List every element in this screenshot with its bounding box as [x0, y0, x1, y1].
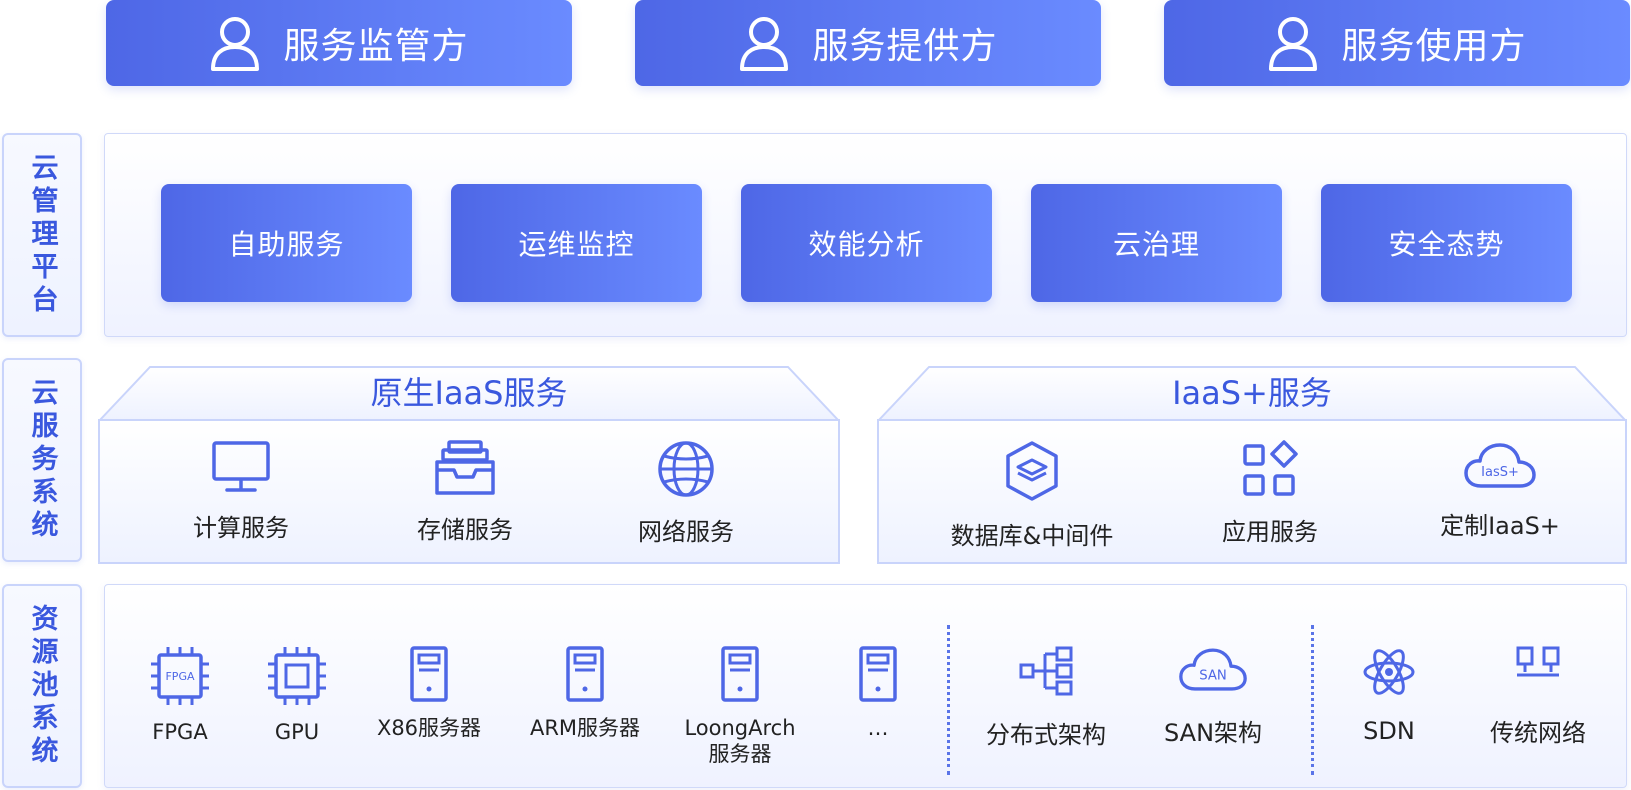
separator-compute-storage: [947, 625, 950, 775]
tree-structure-icon: [1019, 646, 1073, 696]
service-custom-iaas-plus: IasS+ 定制IaaS+: [1400, 440, 1600, 541]
chip-text: FPGA: [165, 670, 194, 683]
resource-arm-server: ARM服务器: [510, 645, 660, 741]
role-card-user: 服务使用方: [1164, 0, 1630, 86]
cloud-badge-text: IasS+: [1481, 465, 1519, 480]
apps-grid-icon: [1243, 440, 1298, 496]
monitor-icon: [212, 441, 270, 492]
network-boxes-icon: [1516, 646, 1560, 677]
role-card-regulator: 服务监管方: [106, 0, 572, 86]
platform-item-self-service: 自助服务: [161, 184, 412, 302]
platform-item-efficiency: 效能分析: [741, 184, 992, 302]
layer-label-services: 云服务系统: [2, 358, 82, 562]
fpga-chip-icon: FPGA: [151, 647, 209, 705]
user-icon: [211, 17, 260, 71]
service-network: 网络服务: [586, 440, 786, 547]
resource-san: SAN SAN架构: [1138, 645, 1288, 748]
cloud-san-icon: SAN: [1179, 648, 1247, 691]
role-label: 服务监管方: [283, 26, 469, 67]
server-icon: [721, 646, 759, 702]
resource-sdn: SDN: [1314, 645, 1464, 745]
layer-label-resources: 资源池系统: [2, 584, 82, 788]
native-iaas-title: 原生IaaS服务: [370, 374, 568, 412]
platform-item-ops-monitor: 运维监控: [451, 184, 702, 302]
resource-gpu: GPU: [222, 645, 372, 745]
server-icon: [410, 646, 448, 702]
layer-label-platform: 云管理平台: [2, 133, 82, 337]
server-icon: [859, 646, 897, 702]
platform-item-governance: 云治理: [1031, 184, 1282, 302]
atom-icon: [1363, 649, 1415, 695]
resource-traditional-network: 传统网络: [1463, 645, 1613, 748]
iaas-plus-title: IaaS+服务: [1172, 374, 1332, 412]
globe-icon: [658, 441, 714, 497]
storage-tray-icon: [435, 440, 495, 495]
role-label: 服务提供方: [812, 26, 998, 67]
iaas-plus-group: IaaS+服务 数据库&中间件 应用服务 IasS+ 定制IaaS+: [877, 366, 1627, 564]
role-card-provider: 服务提供方: [635, 0, 1101, 86]
platform-panel: 自助服务 运维监控 效能分析 云治理 安全态势: [104, 133, 1627, 337]
resource-distributed: 分布式架构: [971, 645, 1121, 750]
native-iaas-group: 原生IaaS服务 计算服务 存储服务 网络服务: [98, 366, 840, 564]
cloud-iaas-icon: IasS+: [1464, 443, 1536, 488]
service-database-middleware: 数据库&中间件: [932, 440, 1132, 551]
resource-x86-server: X86服务器: [354, 645, 504, 741]
cloud-badge-text: SAN: [1199, 668, 1227, 683]
resource-more-servers: …: [803, 645, 953, 741]
server-icon: [566, 646, 604, 702]
service-storage: 存储服务: [365, 440, 565, 545]
user-icon: [740, 17, 789, 71]
service-compute: 计算服务: [141, 440, 341, 543]
role-label: 服务使用方: [1341, 26, 1527, 67]
layers-hexagon-icon: [1006, 441, 1058, 501]
user-icon: [1269, 17, 1318, 71]
resource-fpga: FPGA FPGA: [105, 645, 255, 745]
service-application: 应用服务: [1170, 440, 1370, 547]
separator-storage-network: [1311, 625, 1314, 775]
gpu-chip-icon: [268, 647, 326, 705]
platform-item-security: 安全态势: [1321, 184, 1572, 302]
